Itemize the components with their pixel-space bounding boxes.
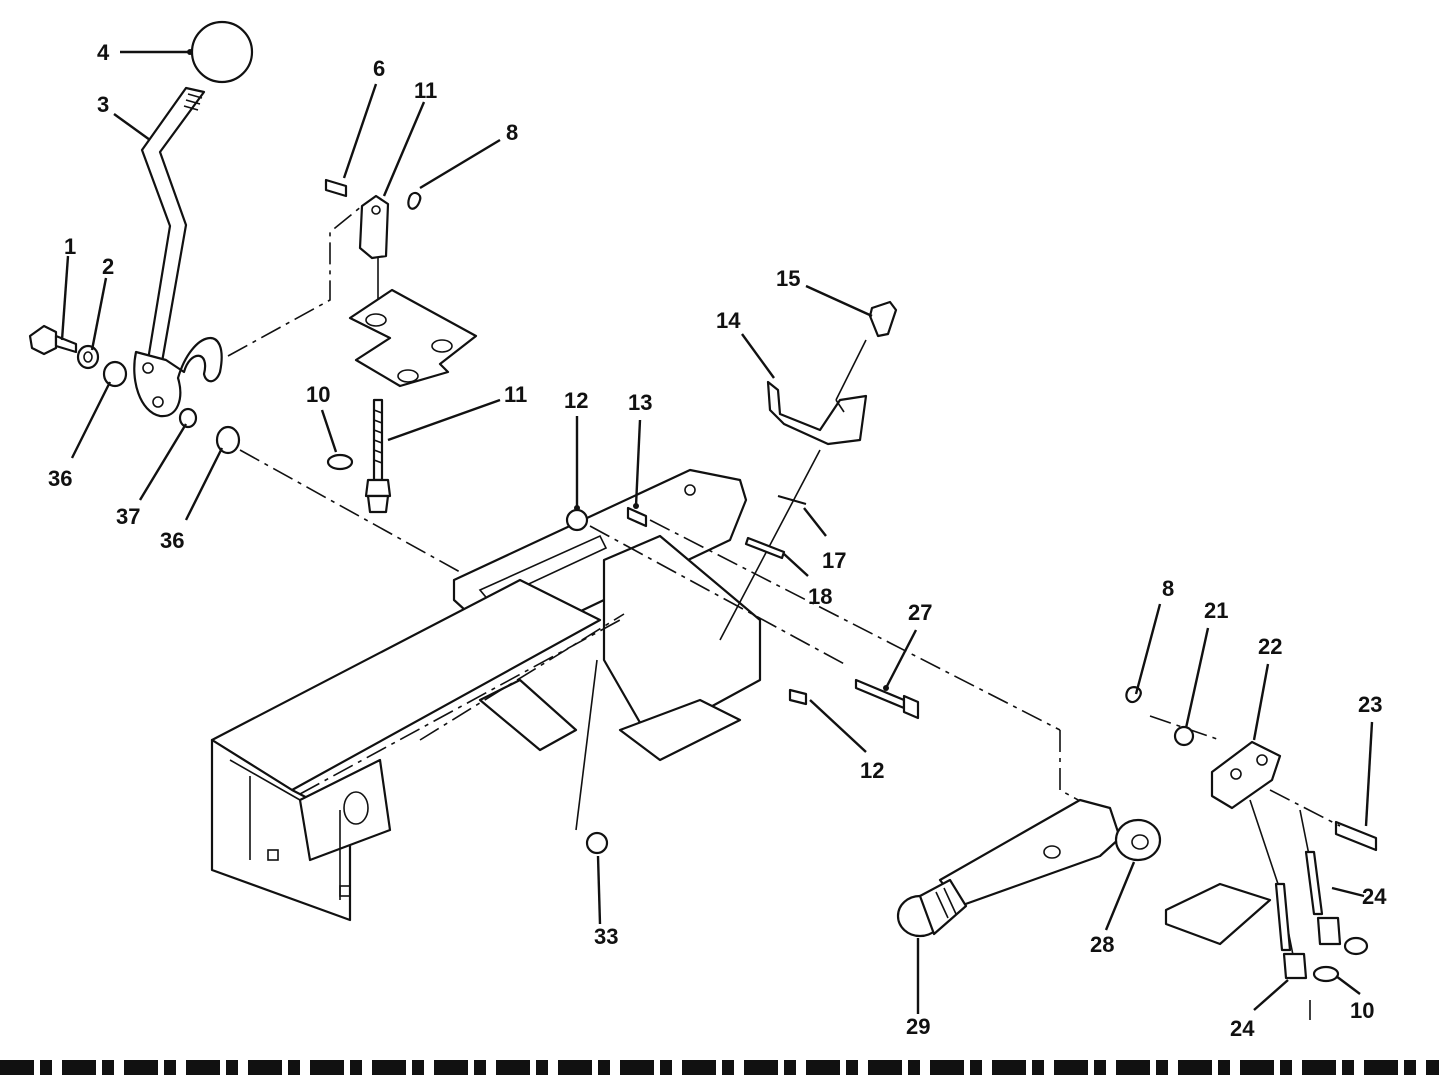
mounting-plate [1164, 882, 1272, 946]
link-pin [1334, 820, 1378, 852]
bracket-bolt [868, 300, 898, 338]
bushing [178, 407, 198, 429]
cotter-pin-2 [1125, 686, 1142, 704]
hand-grip [896, 878, 968, 938]
callout-29: 29 [906, 1014, 931, 1039]
callout-11-lower: 11 [504, 382, 528, 407]
callout-8-right: 8 [1162, 576, 1175, 601]
callout-2: 2 [102, 254, 115, 279]
retaining-ring-2 [1312, 936, 1369, 983]
callout-6: 6 [373, 56, 386, 81]
clevis-pin [324, 178, 348, 198]
cropped-caption-strip [0, 1060, 1439, 1075]
callout-13: 13 [628, 390, 653, 415]
washer [1173, 725, 1195, 747]
control-rod [1274, 882, 1308, 980]
callout-24-bottom: 24 [1230, 1016, 1255, 1041]
callout-12-lower: 12 [860, 758, 885, 783]
shoulder-bolt [854, 678, 920, 720]
flat-washer-2 [215, 425, 241, 455]
threaded-rod [364, 398, 392, 514]
callout-12-top: 12 [564, 388, 589, 413]
shift-knob [190, 20, 254, 84]
lock-washer [76, 344, 100, 370]
callout-14: 14 [716, 308, 741, 333]
callout-23: 23 [1358, 692, 1383, 717]
control-rod-2 [1304, 850, 1342, 946]
clevis [358, 194, 390, 260]
callout-11-top: 11 [414, 78, 438, 103]
cotter-pin [407, 191, 422, 210]
callout-36-left: 36 [48, 466, 73, 491]
callout-8-top: 8 [506, 120, 519, 145]
callout-3: 3 [97, 92, 110, 117]
retaining-ring [326, 453, 354, 471]
hex-nut [565, 508, 589, 532]
callout-28: 28 [1090, 932, 1115, 957]
callout-21: 21 [1204, 598, 1229, 623]
hex-nut-2 [788, 688, 808, 706]
leader-lines [60, 49, 1374, 1014]
callout-17: 17 [822, 548, 847, 573]
callout-33: 33 [594, 924, 619, 949]
callout-36-right: 36 [160, 528, 185, 553]
shift-link [1210, 740, 1282, 810]
lock-nut [585, 831, 609, 855]
callout-27: 27 [908, 600, 933, 625]
mounting-bracket [766, 380, 868, 446]
callout-24-right: 24 [1362, 884, 1387, 909]
pivot-pin [626, 506, 648, 528]
callout-15: 15 [776, 266, 801, 291]
callout-4: 4 [97, 40, 110, 65]
roll-pin [744, 536, 786, 560]
callout-18: 18 [808, 584, 833, 609]
callout-1: 1 [64, 234, 77, 259]
callout-22: 22 [1258, 634, 1283, 659]
shift-lever [133, 86, 223, 418]
shift-guide-plate [348, 288, 478, 388]
flat-washer [102, 360, 128, 388]
callout-37: 37 [116, 504, 141, 529]
callout-10-left: 10 [306, 382, 331, 407]
control-arm [938, 798, 1162, 908]
callout-10-right: 10 [1350, 998, 1375, 1023]
hex-bolt [28, 324, 78, 356]
main-frame [210, 468, 762, 922]
